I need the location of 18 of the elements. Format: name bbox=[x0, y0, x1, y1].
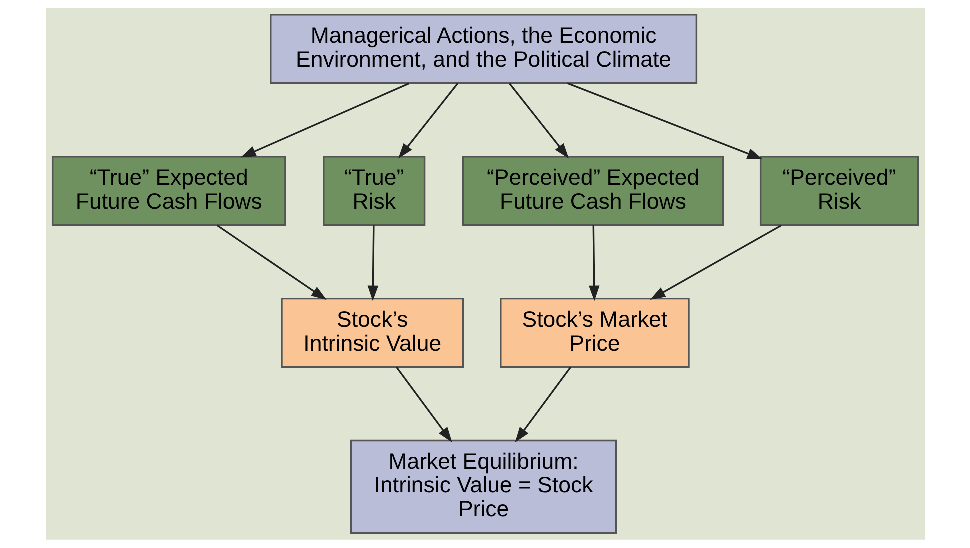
arrow bbox=[396, 366, 452, 443]
node-box: Managerical Actions, the Economic Environment, and the Political Climate bbox=[270, 14, 698, 84]
arrow bbox=[650, 224, 782, 300]
node-box: Stock’s Market Price bbox=[500, 298, 690, 368]
arrow bbox=[398, 83, 458, 159]
arrow bbox=[367, 226, 378, 302]
arrow bbox=[216, 224, 326, 300]
node-box: Stock’s Intrinsic Value bbox=[280, 298, 464, 368]
node-box: “True” Risk bbox=[322, 156, 426, 226]
node-box: “Perceived” Risk bbox=[759, 156, 919, 226]
arrow bbox=[566, 82, 762, 160]
node-box: Market Equilibrium: Intrinsic Value = Stock Price bbox=[350, 440, 617, 534]
arrow bbox=[240, 82, 410, 158]
arrow bbox=[588, 226, 600, 302]
node-box: “Perceived” Expected Future Cash Flows bbox=[462, 156, 724, 226]
node-box: “True” Expected Future Cash Flows bbox=[51, 156, 286, 226]
arrow bbox=[514, 366, 572, 443]
arrow bbox=[508, 83, 569, 159]
